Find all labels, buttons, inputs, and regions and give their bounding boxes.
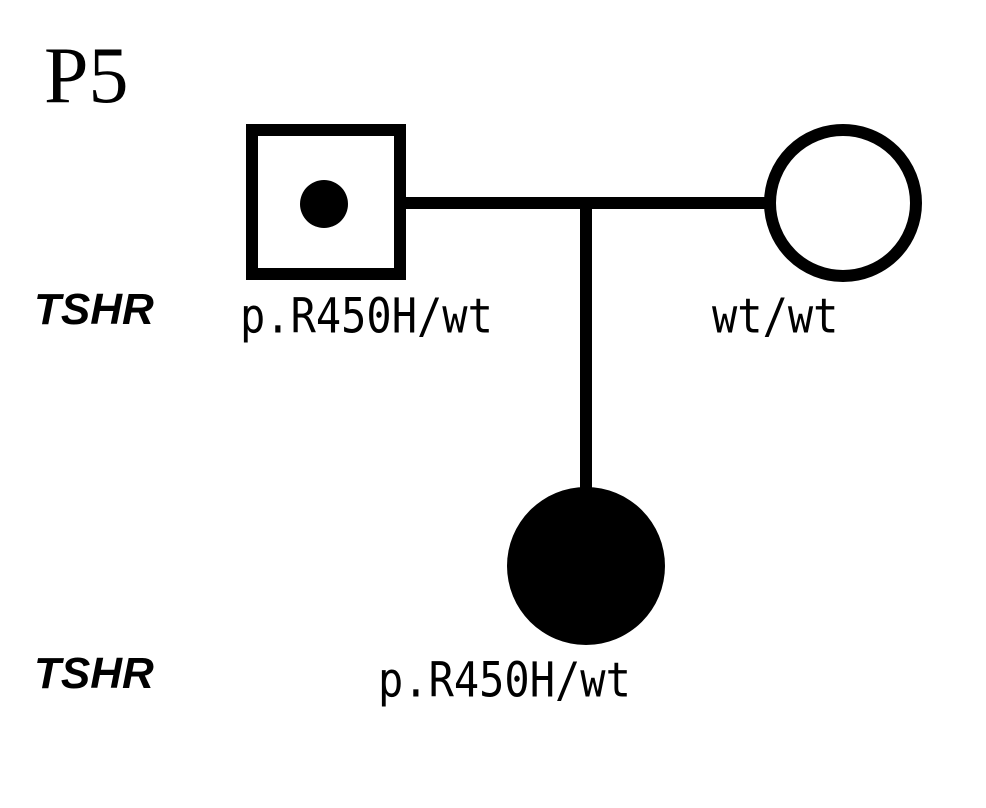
child-symbol <box>507 487 665 645</box>
family-id-label: P5 <box>44 32 129 120</box>
male-square <box>246 124 406 280</box>
father-genotype: p.R450H/wt <box>240 287 493 344</box>
child-genotype: p.R450H/wt <box>378 651 631 708</box>
father-symbol <box>246 124 406 280</box>
gene-label-generation-1: TSHR <box>34 285 154 334</box>
mother-genotype: wt/wt <box>712 287 839 344</box>
gene-label-generation-2: TSHR <box>34 649 154 698</box>
carrier-dot <box>300 180 348 228</box>
mother-symbol <box>764 124 922 282</box>
